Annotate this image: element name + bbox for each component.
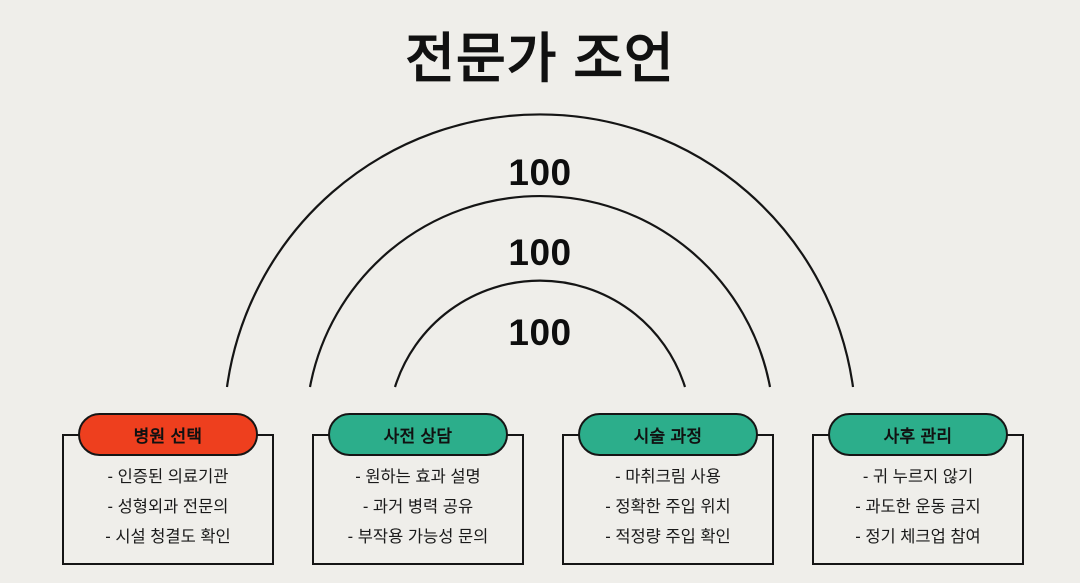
card-title-label-3: 시술 과정 [633,427,703,446]
list-item: - 원하는 효과 설명 [355,468,481,486]
arc-middle [308,195,772,388]
card-items-4: - 귀 누르지 않기 - 과도한 운동 금지 - 정기 체크업 참여 [812,466,1024,550]
list-item: - 과거 병력 공유 [362,497,474,516]
list-item: - 인증된 의료기관 [107,468,229,486]
card-title-pill-3[interactable]: 시술 과정 [578,413,758,456]
card-title-label-4: 사후 관리 [883,427,953,446]
list-item: - 정확한 주입 위치 [605,497,731,516]
arc-label-middle: 100 [508,232,572,273]
card-items-2: - 원하는 효과 설명 - 과거 병력 공유 - 부작용 가능성 문의 [312,466,524,550]
card-title-label-1: 병원 선택 [133,427,203,446]
list-item: - 과도한 운동 금지 [855,497,981,516]
list-item: - 정기 체크업 참여 [855,527,981,546]
card-title-pill-2[interactable]: 사전 상담 [328,413,508,456]
page-title: 전문가 조언 [405,29,675,89]
list-item: - 적정량 주입 확인 [605,527,731,546]
list-item: - 성형외과 전문의 [107,497,229,516]
card-title-pill-4[interactable]: 사후 관리 [828,413,1008,456]
list-item: - 부작용 가능성 문의 [347,527,489,546]
list-item: - 시설 청결도 확인 [105,527,231,546]
card-items-3: - 마취크림 사용 - 정확한 주입 위치 - 적정량 주입 확인 [562,466,774,550]
card-title-label-2: 사전 상담 [383,427,453,446]
arc-inner [393,279,687,388]
arc-label-inner: 100 [508,312,572,353]
arc-outer [225,113,855,388]
list-item: - 마취크림 사용 [615,468,721,486]
arc-label-outer: 100 [508,152,572,193]
card-title-pill-1[interactable]: 병원 선택 [78,413,258,456]
card-items-1: - 인증된 의료기관 - 성형외과 전문의 - 시설 청결도 확인 [62,466,274,550]
list-item: - 귀 누르지 않기 [862,468,974,486]
